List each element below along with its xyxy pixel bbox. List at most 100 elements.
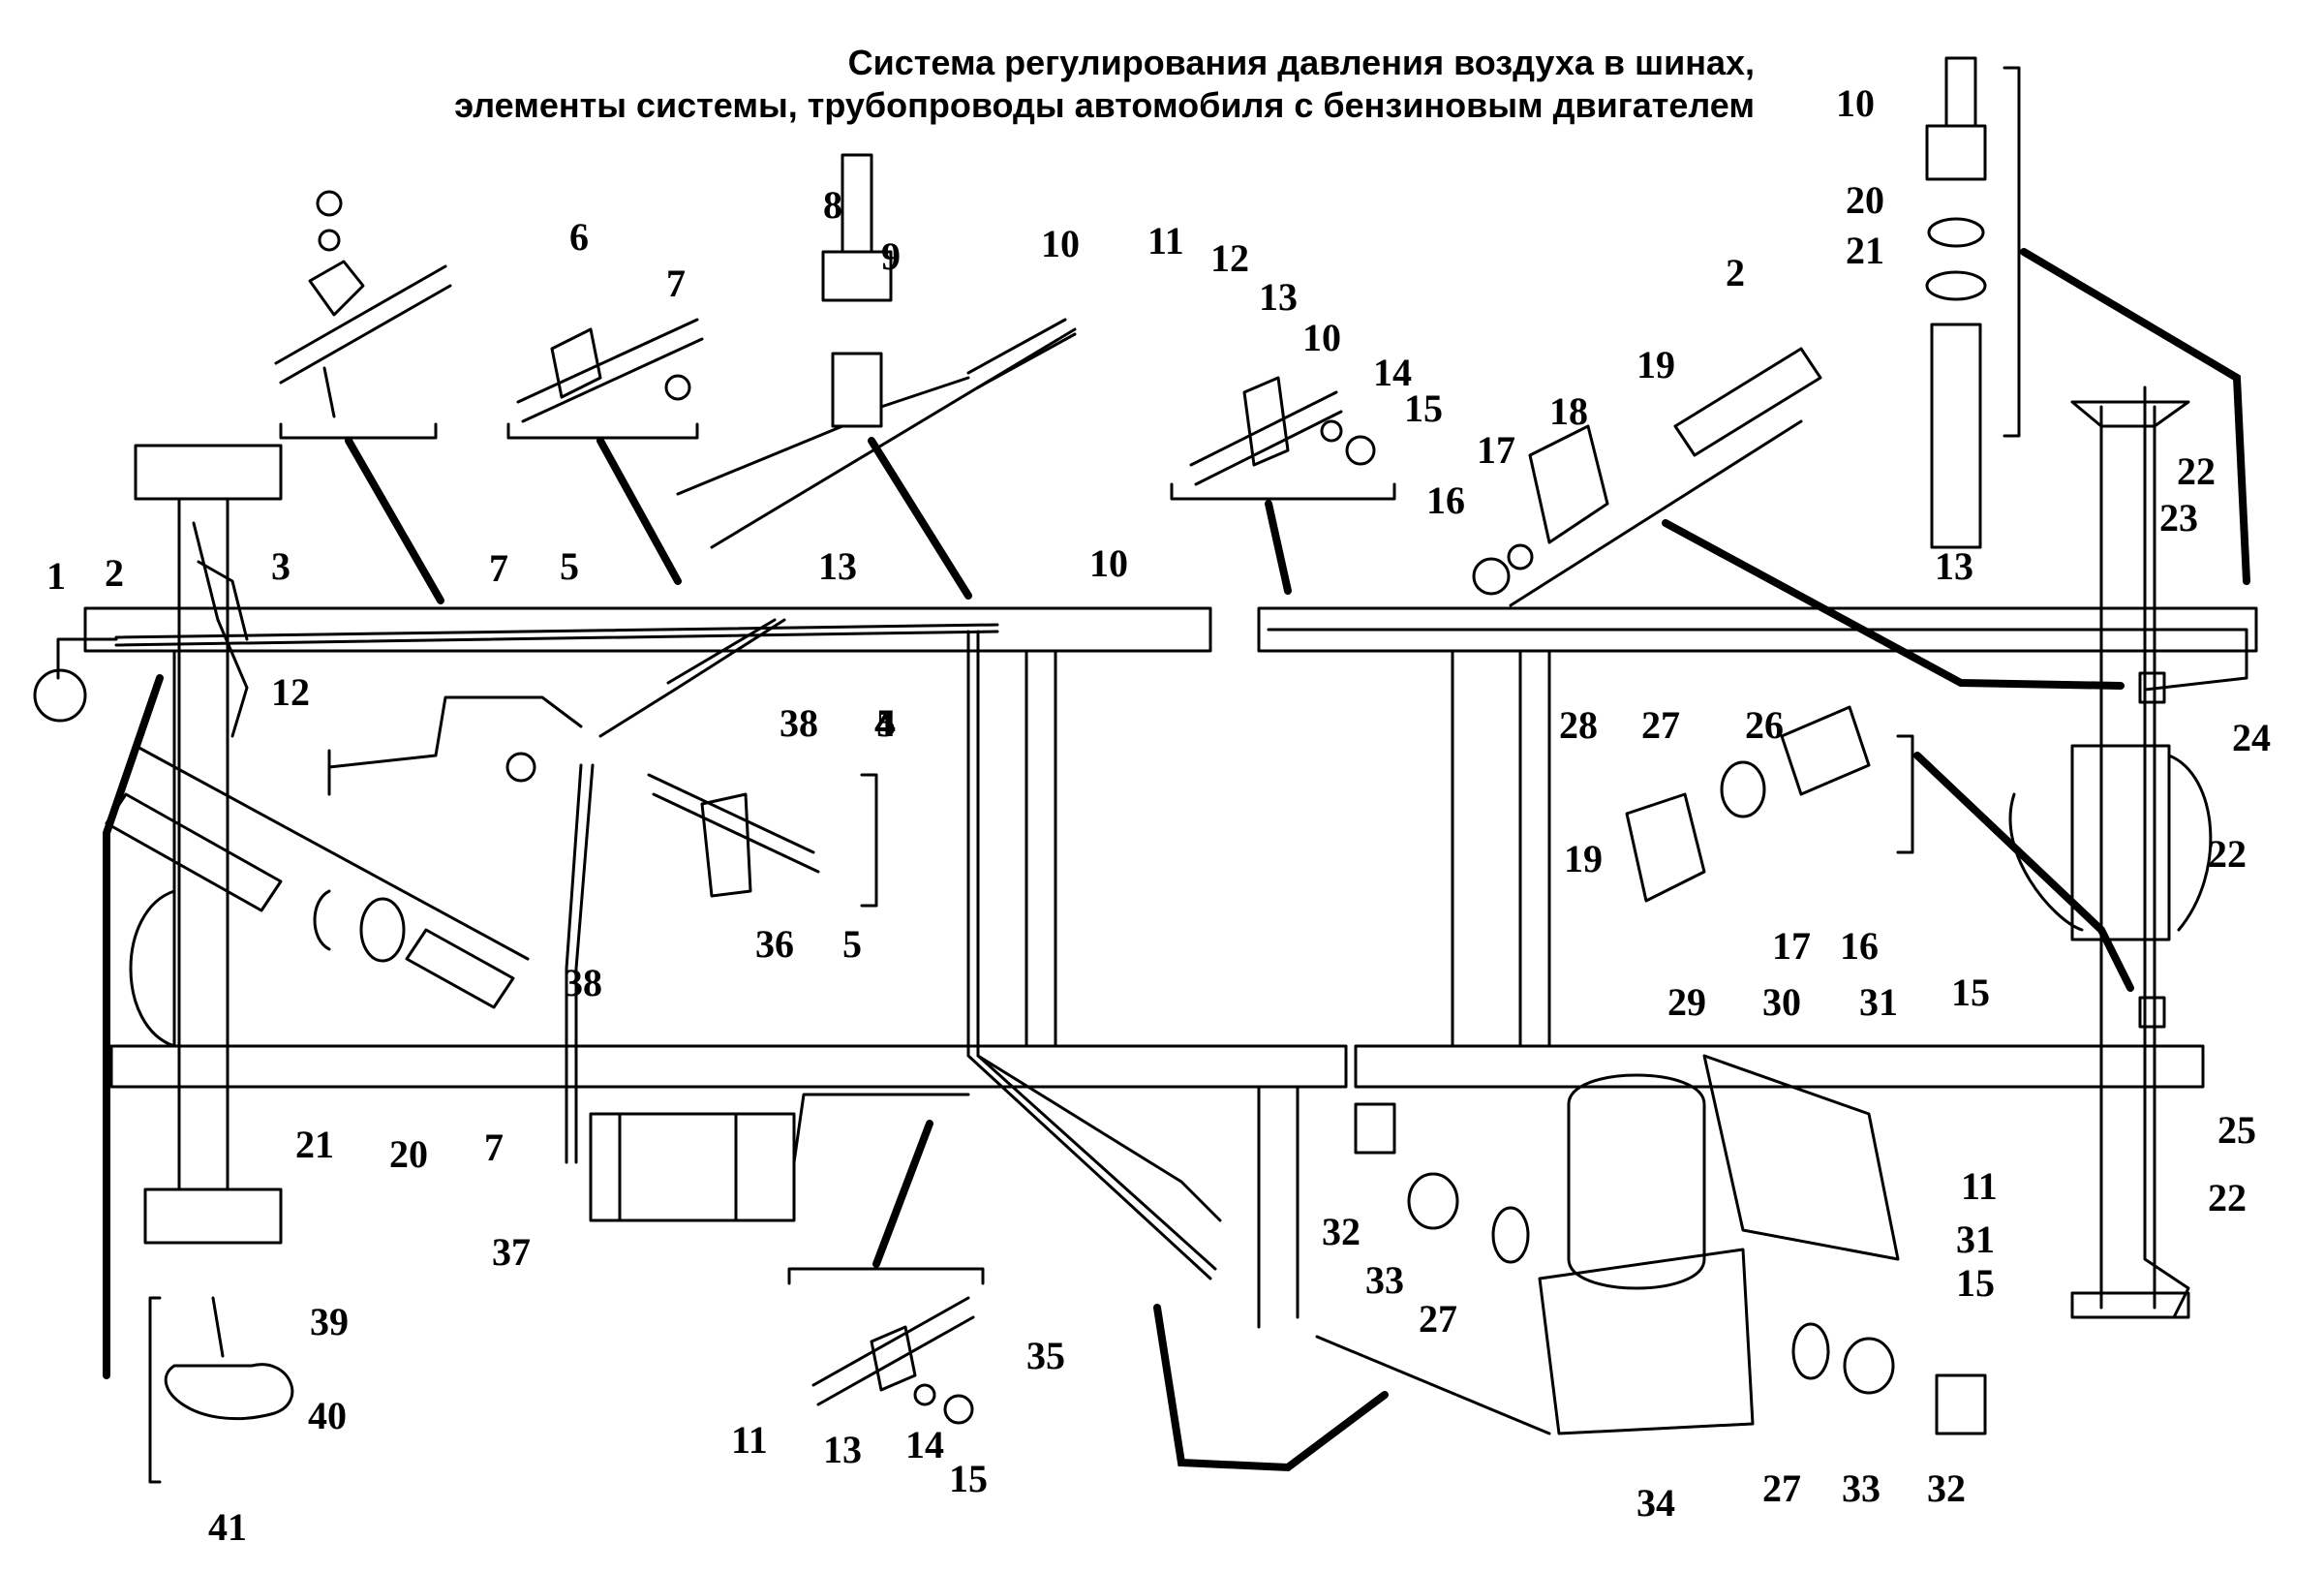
part-21-lock-washer [1925,270,1987,301]
callout-label: 15 [949,1457,988,1500]
callout-label: 4 [874,701,894,745]
part-10-tube-bottom [811,1296,975,1406]
front-hose [192,521,249,738]
callout-label: 20 [1846,178,1884,222]
sensor-knob [505,752,536,783]
rear-wheel-outline [2008,754,2213,932]
callout-label: 12 [1210,236,1249,280]
callout-label: 22 [2208,832,2247,876]
callout-label: 32 [1927,1466,1966,1510]
callout-label: 35 [1026,1334,1065,1377]
part-washer [318,229,341,252]
frame-rail-lower-left [109,1044,1348,1089]
callout-label: 10 [1302,316,1341,359]
rear-axle-beam [2099,405,2156,1310]
front-axle-block-bottom [143,1187,283,1245]
part-33-plug-right [1843,1337,1895,1395]
part-20-washer [1927,217,1985,248]
callout-label: 19 [1636,343,1675,386]
callout-label: 27 [1419,1297,1457,1341]
front-valve-line [197,560,249,641]
front-hub [33,668,87,723]
part-34-base [1538,1248,1755,1435]
cross-member-1 [966,649,1057,1048]
part-28-bracket [1625,792,1706,903]
part-17-washer [1507,543,1534,571]
front-axle-block-top [134,444,283,501]
frame-rail-upper-left [83,606,1212,653]
callout-label: 17 [1772,924,1811,968]
part-6-bracket [550,327,602,399]
callout-label: 10 [1041,222,1080,265]
callout-label: 31 [1956,1218,1995,1261]
callout-label: 14 [905,1423,944,1466]
callout-label: 14 [1373,351,1412,394]
callout-label: 30 [1762,980,1801,1024]
main-line-vertical-1 [966,630,1212,1280]
callout-label: 31 [1859,980,1898,1024]
rear-axle-top [2070,400,2190,428]
callout-label: 41 [208,1505,247,1549]
callout-label: 10 [1836,81,1875,125]
callout-label: 9 [881,234,901,278]
callout-label: 33 [1842,1466,1881,1510]
cross-member-3 [1257,1085,1300,1329]
arrow-hose-front [103,674,164,1379]
arrow-to-24 [1662,519,2125,690]
part-5-tube-mid [647,773,820,874]
part-15-nut-bottom [943,1394,974,1425]
part-2-valve [1673,347,1822,457]
part-13-clamp-bottom [870,1325,917,1392]
part-26-valve [1780,705,1871,796]
callout-label: 21 [1846,229,1884,272]
callout-label: 13 [1935,544,1973,588]
part-27-seal [1720,760,1766,818]
callout-label: 25 [2217,1108,2256,1152]
part-27-seal-right [1791,1322,1830,1380]
callout-label: 32 [1322,1210,1361,1253]
part-8-hex [821,250,893,302]
callout-label: 38 [780,701,818,745]
part-7-fitting-left [405,928,515,1009]
callout-label: 1 [46,554,66,598]
diagram-title-line-2: элементы системы, трубопроводы автомобил… [454,85,1755,125]
part-29-bracket [1702,1054,1900,1261]
dipstick-line [327,695,583,796]
callout-label: 28 [1559,703,1598,747]
part-5-tube [274,264,452,385]
bracket-39-41 [148,1296,162,1484]
callout-label: 15 [1956,1261,1995,1305]
arrow-to-13 [1265,500,1292,595]
callout-label: 19 [1564,837,1603,880]
part-34-regulator [1567,1073,1706,1290]
callout-label: 11 [1147,219,1184,262]
callout-label: 13 [1259,275,1298,319]
callout-label: 22 [2177,449,2216,493]
bracket-lower-left [134,744,530,961]
part-nut-2 [664,374,691,401]
tee-fitting-24 [2138,671,2166,704]
callout-label: 20 [389,1132,428,1176]
part-4-clamp [308,260,365,317]
part-nut [316,190,343,217]
part-15-nut [1345,435,1376,466]
callout-label: 12 [271,670,310,714]
rear-valve-body [1930,323,1982,549]
callout-label: 39 [310,1300,349,1343]
callout-label: 37 [492,1230,531,1274]
rear-wheel-line [2143,386,2190,1319]
callout-label: 2 [1726,251,1745,294]
callout-label: 29 [1667,980,1706,1024]
part-33-plug-left [1407,1172,1459,1230]
bracket-11-15 [1170,482,1396,501]
part-13-bracket [1242,376,1290,467]
part-40-clamp [164,1363,294,1421]
part-8-fitting [841,153,873,254]
part-16-nut [1472,557,1511,596]
front-wheel-outline [129,889,176,1048]
callout-label: 17 [1477,428,1515,472]
callout-label: 15 [1951,971,1990,1014]
callout-label: 7 [666,262,686,305]
